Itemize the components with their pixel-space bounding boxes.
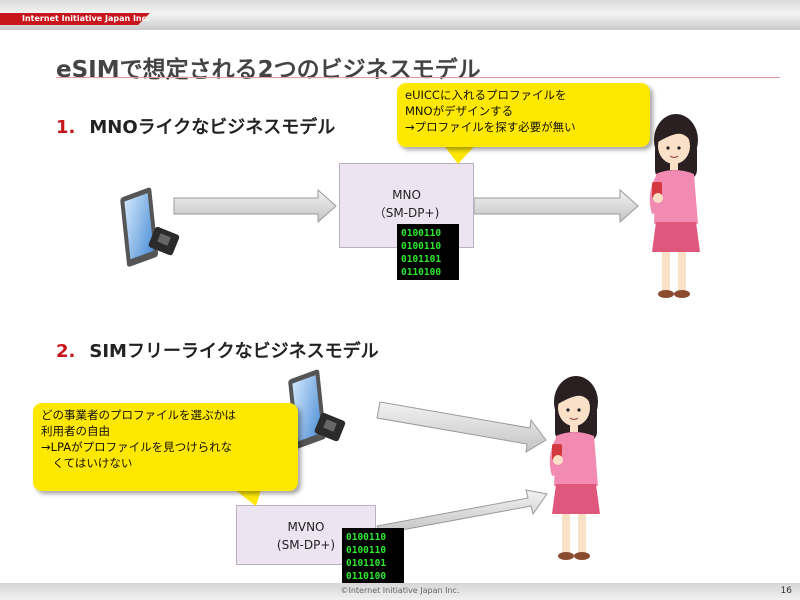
binary-row: 0110100 [346,571,386,582]
brand-label: Internet Initiative Japan Inc. [22,14,150,23]
binary-row: 0100110 [346,532,386,543]
binary-row: 0100110 [401,241,441,252]
binary-data-icon: 0100110 0100110 0101101 0110100 [342,528,404,584]
section-heading-1: 1. MNOライクなビジネスモデル [56,113,335,139]
arrow-icon [376,401,547,453]
section-title-2: SIMフリーライクなビジネスモデル [89,341,379,362]
arrow-icon [173,188,337,224]
binary-row: 0110100 [401,267,441,278]
arrow-icon [376,489,548,535]
callout-free-line: どの事業者のプロファイルを選ぶかは [41,408,237,422]
title-underline [56,77,780,78]
callout-free-line: 利用者の自由 [41,424,110,438]
mvno-box-line1: MVNO [287,520,325,534]
section-number-1: 1. [56,117,76,138]
binary-row: 0101101 [346,558,386,569]
section-heading-2: 2. SIMフリーライクなビジネスモデル [56,337,379,363]
page-number: 16 [780,586,792,596]
mno-box-line1: MNO [392,188,421,202]
footer-bar [0,583,800,600]
callout-mno: eUICCに入れるプロファイルを MNOがデザインする →プロファイルを探す必要… [397,83,650,147]
section-number-2: 2. [56,341,76,362]
copyright-text: ©Internet Initiative Japan Inc. [340,586,460,595]
callout-free-line: くてはいけない [41,456,133,470]
section-title-1: MNOライクなビジネスモデル [89,117,336,138]
binary-row: 0100110 [401,228,441,239]
callout-mno-line: →プロファイルを探す必要が無い [405,120,576,134]
binary-row: 0100110 [346,545,386,556]
callout-sim-free: どの事業者のプロファイルを選ぶかは 利用者の自由 →LPAがプロファイルを見つけ… [33,403,298,491]
callout-mno-line: MNOがデザインする [405,104,514,118]
binary-data-icon: 0100110 0100110 0101101 0110100 [397,224,459,280]
arrow-icon [473,188,639,224]
mno-box-line2: （SM-DP+) [373,206,440,220]
brand-banner [0,13,150,25]
binary-row: 0101101 [401,254,441,265]
callout-free-line: →LPAがプロファイルを見つけられな [41,440,233,454]
slide-title: eSIMで想定される2つのビジネスモデル [56,57,481,83]
mvno-box-line2: (SM-DP+) [276,538,336,552]
callout-mno-line: eUICCに入れるプロファイルを [405,88,567,102]
